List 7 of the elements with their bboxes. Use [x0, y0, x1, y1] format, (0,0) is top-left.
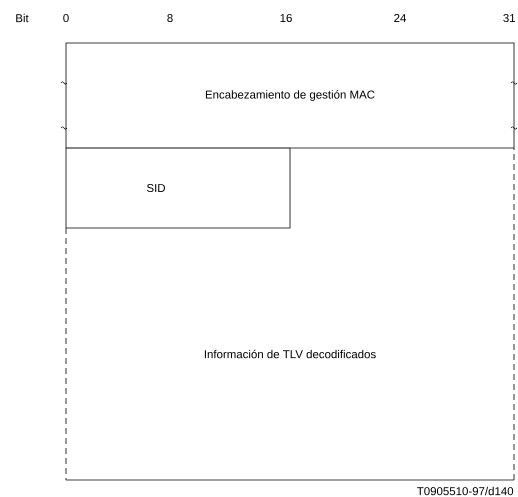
bit-number: 8	[167, 14, 173, 22]
axis-label: Bit	[16, 14, 29, 22]
bit-number: 0	[63, 14, 69, 22]
header-box: Encabezamiento de gestión MAC	[66, 42, 514, 148]
bit-number: 24	[394, 14, 406, 22]
bit-number: 31	[503, 14, 516, 22]
bit-number: 16	[280, 14, 292, 22]
